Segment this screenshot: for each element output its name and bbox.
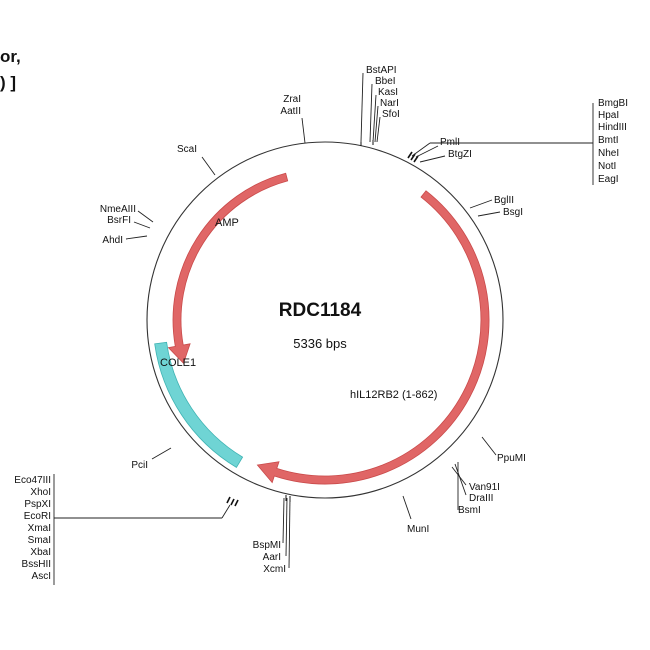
amp-feature-arrow[interactable] [167,172,289,365]
site-group-muni: MunI [402,495,429,535]
site-group-right-mcs: PmlI BtgZI BmgBI HpaI HindIII BmtI NheI … [407,98,628,185]
site-noti[interactable]: NotI [598,161,616,172]
site-btgzi[interactable]: BtgZI [448,149,472,160]
site-group-nmeaiii: NmeAIII BsrFI AhdI [100,204,154,246]
site-smai[interactable]: SmaI [28,535,51,546]
hil12rb2-label: hIL12RB2 (1-862) [350,389,437,401]
amp-label: AMP [215,217,239,229]
site-aari[interactable]: AarI [263,552,281,563]
site-bsshii[interactable]: BssHII [22,559,51,570]
site-bbei[interactable]: BbeI [375,76,396,87]
site-aatii[interactable]: AatII [280,106,301,117]
site-group-bglii: BglII BsgI [469,195,523,218]
site-xcmi[interactable]: XcmI [263,564,286,575]
site-bsmi[interactable]: BsmI [458,505,481,516]
site-draiii[interactable]: DraIII [469,493,493,504]
site-hindiii[interactable]: HindIII [598,122,627,133]
site-group-ppumi: PpuMI [481,436,526,464]
site-xbai[interactable]: XbaI [30,547,51,558]
header-fragment-1: or, [0,47,21,66]
site-group-bspmi: BspMI AarI XcmI [253,495,291,575]
site-hpai[interactable]: HpaI [598,110,619,121]
site-group-bstapi: BstAPI BbeI KasI NarI SfoI [360,65,400,146]
site-nari[interactable]: NarI [380,98,399,109]
site-bmgbi[interactable]: BmgBI [598,98,628,109]
site-pspxi[interactable]: PspXI [24,499,51,510]
plasmid-backbone [146,141,504,499]
site-group-pcii: PciI [131,447,172,471]
site-eco47iii[interactable]: Eco47III [14,475,51,486]
site-ecori[interactable]: EcoRI [24,511,51,522]
site-bsgi[interactable]: BsgI [503,207,523,218]
cole1-label: COLE1 [160,357,196,369]
site-sfoi[interactable]: SfoI [382,109,400,120]
site-asci[interactable]: AscI [32,571,51,582]
header-fragment-2: ) ] [0,73,17,92]
site-bspmi[interactable]: BspMI [253,540,281,551]
hil12rb2-feature-arrow[interactable] [256,190,490,485]
plasmid-name: RDC1184 [279,300,362,321]
site-xmai[interactable]: XmaI [28,523,51,534]
site-van91i[interactable]: Van91I [469,482,500,493]
site-group-zrai: ZraI AatII [280,94,306,144]
site-bstapi[interactable]: BstAPI [366,65,397,76]
cole1-feature-arc[interactable] [154,341,244,468]
site-xhoi[interactable]: XhoI [30,487,51,498]
site-group-scai: ScaI [177,144,216,176]
site-ppumi[interactable]: PpuMI [497,453,526,464]
site-pcii[interactable]: PciI [131,460,148,471]
site-muni[interactable]: MunI [407,524,429,535]
site-group-left-mcs: Eco47III XhoI PspXI EcoRI XmaI SmaI XbaI… [14,474,239,585]
site-ahdi[interactable]: AhdI [102,235,123,246]
site-bglii[interactable]: BglII [494,195,514,206]
site-pmli[interactable]: PmlI [440,137,460,148]
site-kasi[interactable]: KasI [378,87,398,98]
site-bsrfi[interactable]: BsrFI [107,215,131,226]
site-zrai[interactable]: ZraI [283,94,301,105]
site-nhei[interactable]: NheI [598,148,619,159]
site-group-van91i: Van91I DraIII BsmI [451,462,500,516]
site-eagi[interactable]: EagI [598,174,619,185]
site-scai[interactable]: ScaI [177,144,197,155]
site-nmeaiii[interactable]: NmeAIII [100,204,136,215]
plasmid-size: 5336 bps [293,336,347,351]
site-bmti[interactable]: BmtI [598,135,619,146]
